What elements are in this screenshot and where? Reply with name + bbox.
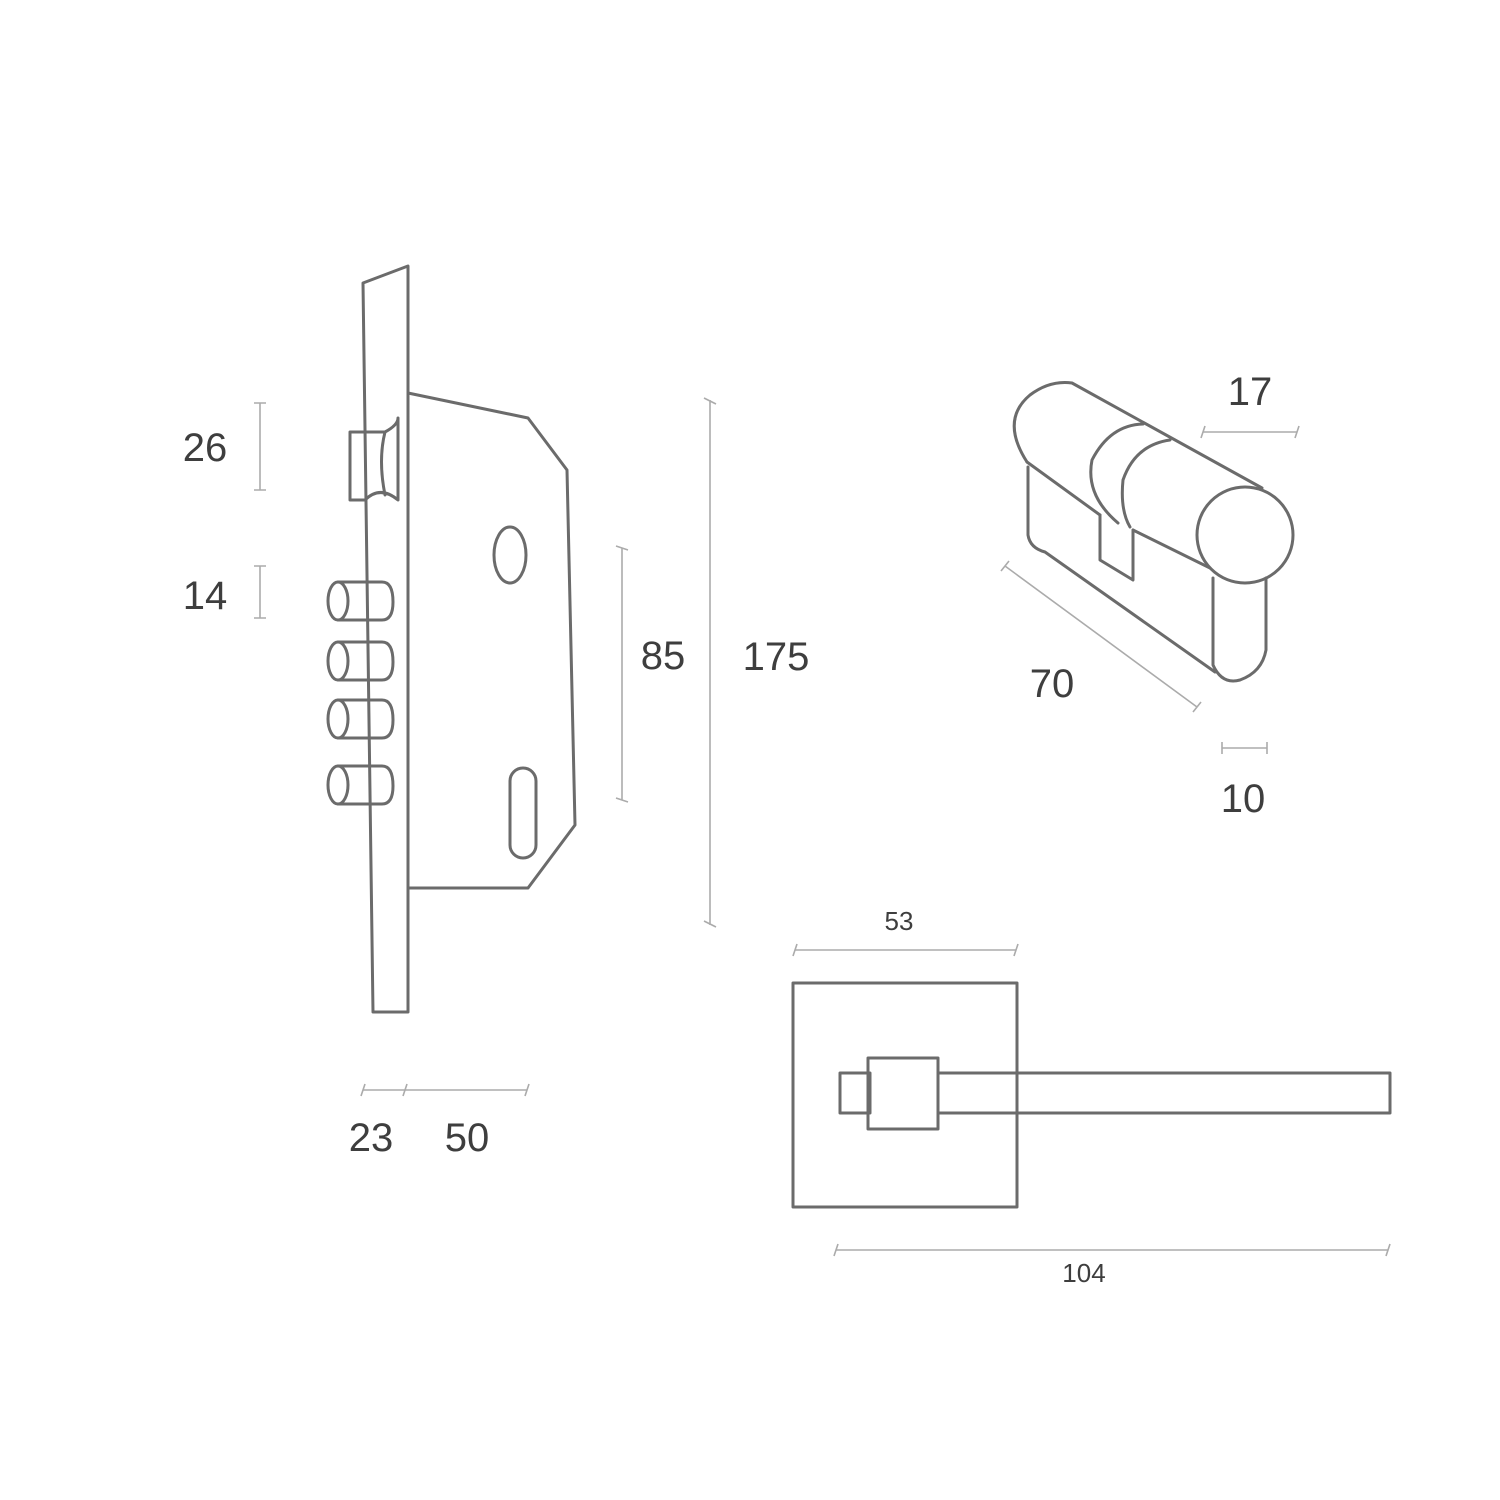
dim-14: 14 <box>183 574 228 618</box>
dim-line-14 <box>254 565 266 619</box>
dim-50: 50 <box>445 1116 490 1160</box>
keyhole <box>492 525 528 585</box>
faceplate <box>361 264 410 1014</box>
rose-plate <box>791 981 1019 1209</box>
dim-70: 70 <box>1030 662 1075 706</box>
handle-slot <box>508 766 538 860</box>
dim-line-23-50 <box>360 1083 530 1097</box>
dim-26: 26 <box>183 426 228 470</box>
cylinder-top-body <box>1012 381 1264 490</box>
dim-85: 85 <box>641 634 686 678</box>
spindle-end <box>838 1071 872 1115</box>
cylinder-housing <box>1026 465 1217 674</box>
dim-line-104 <box>833 1243 1391 1257</box>
latch-bolt <box>348 416 400 502</box>
dim-175: 175 <box>743 635 810 679</box>
handle-drawing: 53 104 <box>791 906 1392 1288</box>
lock-body <box>406 391 577 890</box>
mortise-lock-drawing: 26 14 85 175 23 50 <box>183 264 810 1160</box>
cylinder-drawing: 17 70 10 <box>1000 370 1300 821</box>
dim-23: 23 <box>349 1116 394 1160</box>
dim-line-70 <box>1000 560 1202 713</box>
dim-line-175 <box>703 397 717 928</box>
dim-line-53 <box>792 943 1019 957</box>
cylinder-front-face <box>1195 485 1295 585</box>
dim-10: 10 <box>1221 777 1266 821</box>
cylinder-ring-2 <box>1120 438 1172 529</box>
dim-line-17 <box>1200 425 1300 439</box>
dim-line-85 <box>615 545 629 803</box>
dim-line-26 <box>254 402 266 491</box>
dim-53: 53 <box>885 906 914 936</box>
cylinder-lower-edge <box>1025 460 1212 570</box>
dim-104: 104 <box>1062 1258 1105 1288</box>
cam <box>1211 576 1268 683</box>
lever <box>936 1071 1392 1115</box>
cam-slot <box>1098 513 1135 582</box>
dim-line-10 <box>1221 742 1268 754</box>
deadbolts <box>326 580 395 806</box>
cylinder-ring-1 <box>1089 422 1145 525</box>
collar <box>866 1056 940 1131</box>
dim-17: 17 <box>1228 370 1273 414</box>
